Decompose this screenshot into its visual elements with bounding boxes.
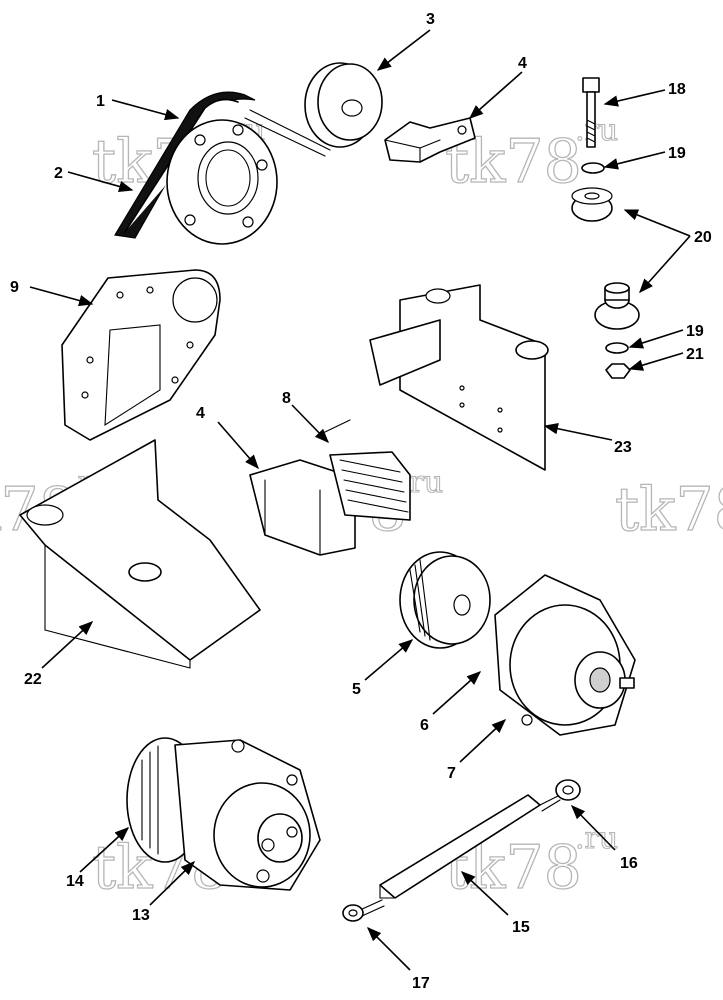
callout-1: 1 <box>96 93 105 110</box>
callout-23: 23 <box>614 439 632 456</box>
callout-9: 9 <box>10 279 19 296</box>
bracket-left-part <box>19 439 261 669</box>
watermark-brand-text: tk78 <box>615 475 723 545</box>
watermark-domain-text: .ru <box>575 821 618 856</box>
callout-20: 20 <box>694 229 712 246</box>
callout-17: 17 <box>412 975 430 992</box>
bracket-top-part <box>384 117 476 163</box>
adjuster-rod-part <box>342 779 581 922</box>
watermark-mid-right: tk78 <box>614 474 723 545</box>
alternator-pulley-part <box>399 551 491 649</box>
callout-5: 5 <box>352 681 361 698</box>
idler-pulley-part <box>304 62 383 148</box>
callout-4-top: 4 <box>518 55 527 72</box>
callout-labels: 1 2 3 4 18 19 20 19 21 9 23 4 8 22 5 6 7… <box>10 11 712 992</box>
callout-4-middle: 4 <box>196 405 205 422</box>
alternator-part <box>494 574 636 736</box>
callout-2: 2 <box>54 165 63 182</box>
callout-16: 16 <box>620 855 638 872</box>
bracket-right-part <box>369 284 549 471</box>
gasket-plate-part <box>61 269 221 441</box>
callout-leaders <box>29 29 691 971</box>
callout-19-top: 19 <box>668 145 686 162</box>
callout-13: 13 <box>132 907 150 924</box>
relay-bracket-part <box>249 419 411 556</box>
callout-19-bottom: 19 <box>686 323 704 340</box>
callout-14: 14 <box>66 873 84 890</box>
callout-18: 18 <box>668 81 686 98</box>
belt-and-pulley-part <box>114 91 331 245</box>
callout-7: 7 <box>447 765 456 782</box>
callout-21: 21 <box>686 346 704 363</box>
watermark-domain-text: .ru <box>575 113 618 148</box>
callout-15: 15 <box>512 919 530 936</box>
callout-6: 6 <box>420 717 429 734</box>
callout-3: 3 <box>426 11 435 28</box>
mounting-hardware-part <box>571 77 640 379</box>
callout-8: 8 <box>282 390 291 407</box>
callout-22: 22 <box>24 671 42 688</box>
